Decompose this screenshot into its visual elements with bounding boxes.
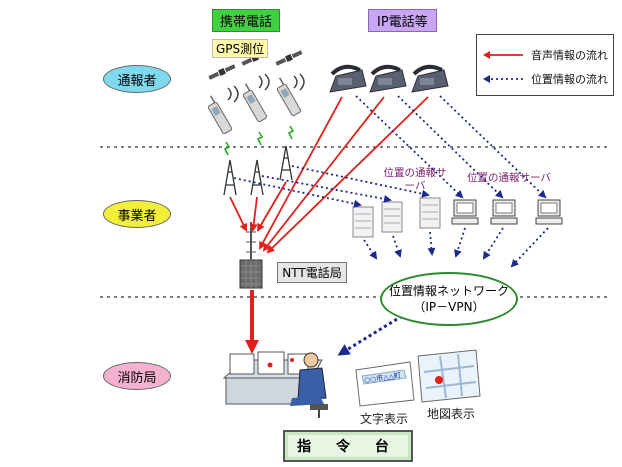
text-display-label: 文字表示 [360,412,409,426]
ip-phone-icon [369,64,407,93]
map-display-label: 地図表示 [427,407,476,421]
text-display-icon [355,361,415,407]
ip-phone-tag: IP電話等 [368,9,437,32]
ntt-building-icon [239,222,263,289]
radio-wave-icon [223,125,295,156]
server-label-right: 位置の通報サーバ [467,172,551,184]
server-label-left: 位置の通報サーバ [383,167,447,192]
legend-location-row: 位置情報の流れ [483,71,608,87]
gps-tag: GPS測位 [212,39,269,58]
ntt-station-label: NTT電話局 [277,262,347,283]
voice-flow-arrows [229,96,429,254]
mobile-phone-icon [207,95,233,135]
server-pc-screens [456,202,558,214]
network-type: （IP－VPN） [413,300,485,314]
ip-phone-icon [329,64,367,93]
antenna-tower-icon [223,145,293,196]
legend-voice-label: 音声情報の流れ [531,49,608,62]
caller-zone-label: 通報者 [103,65,171,93]
command-center-label: 指 令 台 [283,430,413,462]
legend-location-arrow [483,75,523,83]
legend-location-label: 位置情報の流れ [531,73,608,86]
mobile-phone-icon [242,83,268,123]
operator-zone-label: 事業者 [103,200,171,228]
map-display-icon [417,349,481,403]
operator-person-icon [290,352,328,418]
mobile-phone-icon [276,77,302,117]
legend: 音声情報の流れ 位置情報の流れ [476,34,614,96]
ip-phone-icon [411,64,449,93]
mobile-phone-tag: 携帯電話 [212,9,281,32]
server-rack-icon [352,197,441,238]
satellite-icon [208,64,236,80]
network-name: 位置情報ネットワーク [388,284,509,298]
satellite-icon [275,50,303,66]
gps-signal-icon [227,73,305,103]
server-rack-lines [355,204,438,229]
fire-dept-zone-label: 消防局 [103,362,171,390]
location-network: 位置情報ネットワーク （IP－VPN） [380,272,518,326]
location-flow-main-arrow [337,314,403,356]
legend-voice-arrow [483,51,523,59]
legend-voice-row: 音声情報の流れ [483,47,608,63]
location-flow-arrows [233,95,549,268]
